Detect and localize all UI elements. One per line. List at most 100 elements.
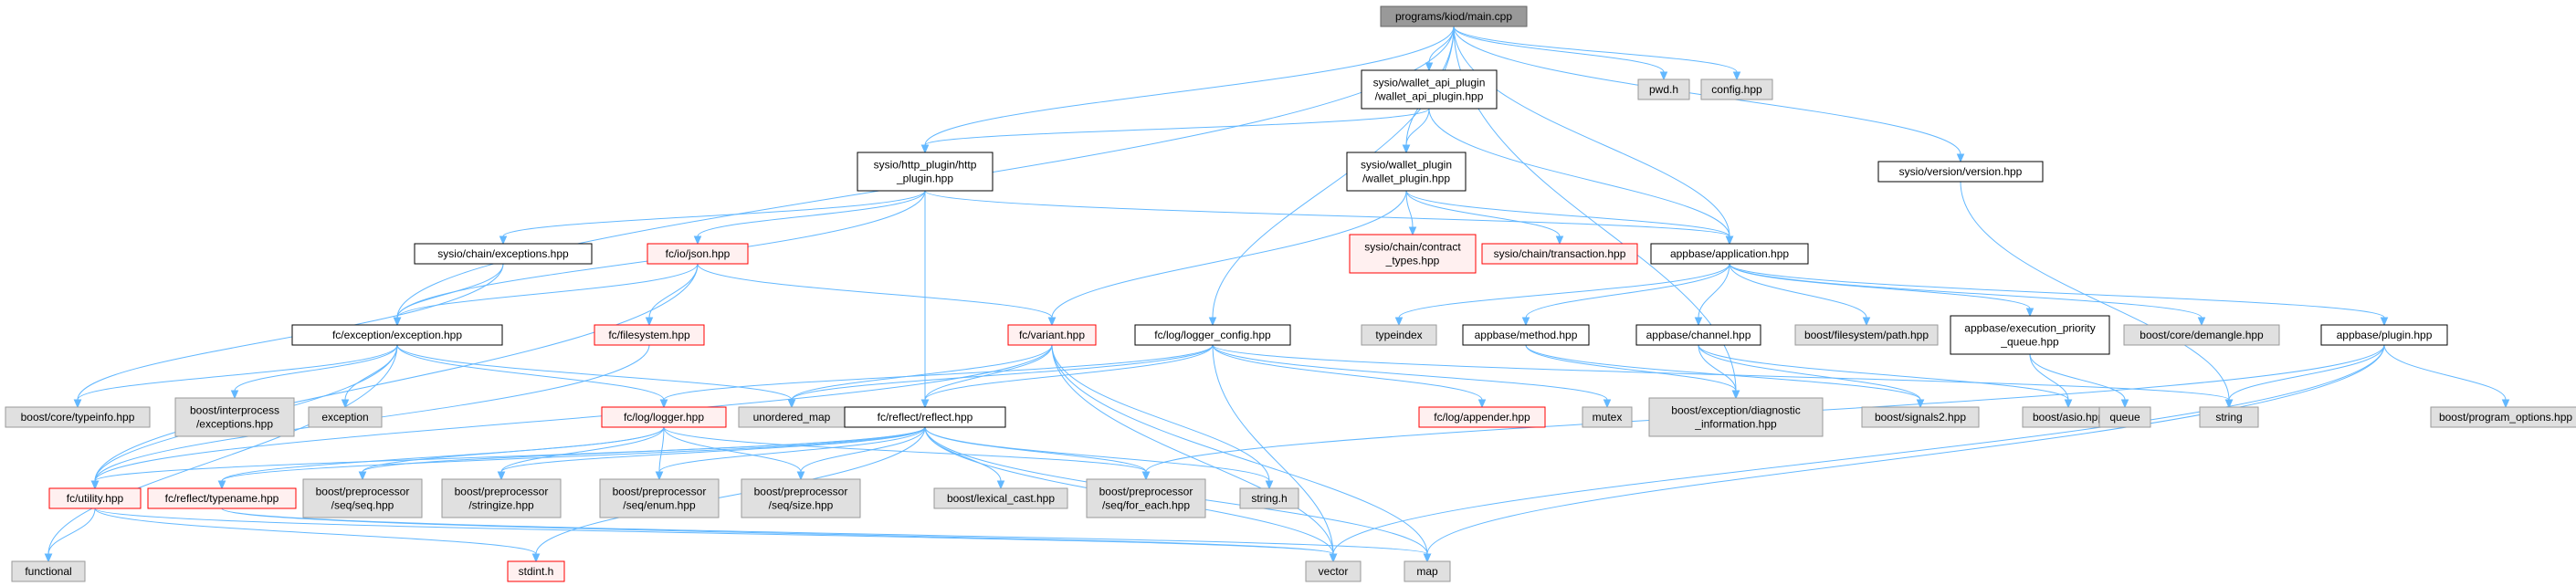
node-main: programs/kiod/main.cpp	[1380, 5, 1528, 27]
node-method[interactable]: appbase/method.hpp	[1462, 324, 1590, 346]
node-filesystem-box	[594, 324, 705, 346]
node-program-options: boost/program_options.hpp	[2430, 406, 2576, 428]
node-application[interactable]: appbase/application.hpp	[1650, 243, 1809, 265]
node-application-label-line-1: appbase/application.hpp	[1670, 247, 1789, 260]
node-typeindex-box	[1361, 324, 1437, 346]
node-main-box	[1380, 5, 1528, 27]
node-reflect[interactable]: fc/reflect/reflect.hpp	[844, 406, 1006, 428]
node-seq-seq-label-line-2: /seq/seq.hpp	[331, 499, 394, 512]
node-json: fc/io/json.hpp	[647, 243, 749, 265]
edge-variant-to-map	[1051, 344, 1428, 555]
node-string-h: string.h	[1239, 487, 1299, 509]
node-fs-path-label-line-1: boost/filesystem/path.hpp	[1804, 329, 1929, 341]
node-logger-config-label-line-1: fc/log/logger_config.hpp	[1154, 329, 1271, 341]
node-filesystem: fc/filesystem.hpp	[594, 324, 705, 346]
node-version[interactable]: sysio/version/version.hpp	[1877, 161, 2044, 183]
edge-http_plugin-to-chain_exceptions	[502, 190, 926, 237]
edge-application-to-fs_path-arrowhead	[1862, 317, 1871, 327]
node-typename: fc/reflect/typename.hpp	[147, 487, 297, 509]
edge-reflect-to-seq_seq	[362, 426, 926, 473]
node-for-each-box	[1086, 478, 1206, 518]
edge-application-to-channel-arrowhead	[1694, 317, 1703, 327]
node-functional-label-line-1: functional	[25, 565, 71, 578]
edge-wallet_plugin-to-contract_types-arrowhead	[1408, 226, 1417, 236]
edge-application-to-channel	[1698, 263, 1730, 319]
node-utility: fc/utility.hpp	[48, 487, 142, 509]
node-wallet-plugin-label-line-1: sysio/wallet_plugin	[1361, 159, 1452, 172]
node-config-label-line-1: config.hpp	[1711, 83, 1762, 96]
node-config: config.hpp	[1700, 78, 1773, 100]
node-http-plugin-label-line-1: sysio/http_plugin/http	[874, 159, 977, 172]
node-chain-exceptions[interactable]: sysio/chain/exceptions.hpp	[414, 243, 593, 265]
edge-application-to-plugin	[1729, 263, 2385, 319]
node-chain-exceptions-label-line-1: sysio/chain/exceptions.hpp	[437, 247, 569, 260]
node-http-plugin[interactable]: sysio/http_plugin/http_plugin.hpp	[857, 152, 994, 192]
node-utility-label-line-1: fc/utility.hpp	[67, 492, 124, 505]
edge-application-to-exec_queue-arrowhead	[2025, 308, 2035, 318]
edge-wallet_plugin-to-transaction-arrowhead	[1555, 235, 1564, 246]
node-seq-enum-label-line-1: boost/preprocessor	[613, 486, 707, 498]
node-diag-info-box	[1648, 397, 1824, 437]
node-diag-info-label-line-1: boost/exception/diagnostic	[1671, 404, 1800, 417]
node-fc-exception[interactable]: fc/exception/exception.hpp	[291, 324, 503, 346]
node-interprocess-box	[174, 397, 295, 437]
node-typename-label-line-1: fc/reflect/typename.hpp	[165, 492, 279, 505]
node-wallet-api-plugin-label-line-1: sysio/wallet_api_plugin	[1373, 77, 1486, 89]
node-mutex-box	[1582, 406, 1633, 428]
node-plugin-box	[2320, 324, 2448, 346]
edge-variant-to-string_h	[1051, 344, 1270, 482]
node-string-box	[2199, 406, 2259, 428]
edge-logger_config-to-appender-arrowhead	[1477, 399, 1487, 409]
node-demangle-label-line-1: boost/core/demangle.hpp	[2140, 329, 2264, 341]
edge-application-to-plugin-arrowhead	[2380, 317, 2389, 327]
node-wallet-plugin-label-line-2: /wallet_plugin.hpp	[1362, 173, 1450, 185]
node-transaction-label-line-1: sysio/chain/transaction.hpp	[1494, 247, 1626, 260]
edge-wallet_api_plugin-to-wallet_plugin	[1405, 108, 1430, 146]
edge-variant-to-utility	[94, 344, 1053, 482]
node-queue: queue	[2098, 406, 2151, 428]
edge-utility-to-functional	[47, 508, 96, 555]
edge-plugin-to-vector	[1332, 344, 2385, 555]
node-plugin-label-line-1: appbase/plugin.hpp	[2337, 329, 2433, 341]
edge-utility-to-functional-arrowhead	[44, 553, 53, 563]
edge-logger_config-to-reflect	[924, 344, 1214, 401]
edge-exec_queue-to-asio-arrowhead	[2064, 399, 2073, 409]
node-contract-types-box	[1349, 234, 1477, 274]
edge-reflect-to-stringize-arrowhead	[497, 471, 506, 481]
edge-logger_config-to-mutex-arrowhead	[1603, 399, 1612, 409]
node-wallet-api-plugin[interactable]: sysio/wallet_api_plugin/wallet_api_plugi…	[1361, 69, 1498, 110]
node-http-plugin-box	[857, 152, 994, 192]
edge-plugin-to-string	[2228, 344, 2385, 401]
node-wallet-plugin[interactable]: sysio/wallet_plugin/wallet_plugin.hpp	[1346, 152, 1467, 192]
node-logger-config[interactable]: fc/log/logger_config.hpp	[1134, 324, 1291, 346]
node-map: map	[1404, 560, 1451, 582]
node-typeinfo: boost/core/typeinfo.hpp	[5, 406, 151, 428]
edge-application-to-fs_path	[1729, 263, 1867, 319]
edge-logger-to-seq_size	[663, 426, 802, 473]
edge-wallet_api_plugin-to-http_plugin	[924, 108, 1430, 146]
edge-application-to-method	[1525, 263, 1730, 319]
edge-reflect-to-string_h	[924, 426, 1270, 482]
node-program-options-box	[2430, 406, 2576, 428]
node-channel-box	[1635, 324, 1761, 346]
edge-fc_exception-to-logger	[396, 344, 665, 401]
edge-logger-to-stringize	[500, 426, 665, 473]
node-diag-info-label-line-2: _information.hpp	[1694, 418, 1777, 431]
node-wallet-api-plugin-label-line-2: /wallet_api_plugin.hpp	[1375, 90, 1484, 103]
node-exec-queue[interactable]: appbase/execution_priority_queue.hpp	[1950, 315, 2110, 355]
edge-application-to-typeindex-arrowhead	[1394, 317, 1404, 327]
node-plugin[interactable]: appbase/plugin.hpp	[2320, 324, 2448, 346]
node-string: string	[2199, 406, 2259, 428]
edge-reflect-to-for_each	[924, 426, 1147, 473]
edge-typename-to-map	[221, 508, 1428, 555]
node-stdint-label-line-1: stdint.h	[519, 565, 554, 578]
edge-plugin-to-map	[1426, 344, 2385, 555]
edge-main-to-config	[1453, 26, 1738, 73]
edge-reflect-to-seq_enum-arrowhead	[655, 471, 664, 481]
node-seq-size-label-line-1: boost/preprocessor	[754, 486, 848, 498]
edge-http_plugin-to-chain_exceptions-arrowhead	[499, 235, 508, 246]
node-channel[interactable]: appbase/channel.hpp	[1635, 324, 1761, 346]
edge-logger_config-to-vector	[1212, 344, 1334, 555]
node-appender-label-line-1: fc/log/appender.hpp	[1434, 411, 1530, 424]
node-json-label-line-1: fc/io/json.hpp	[666, 247, 731, 260]
